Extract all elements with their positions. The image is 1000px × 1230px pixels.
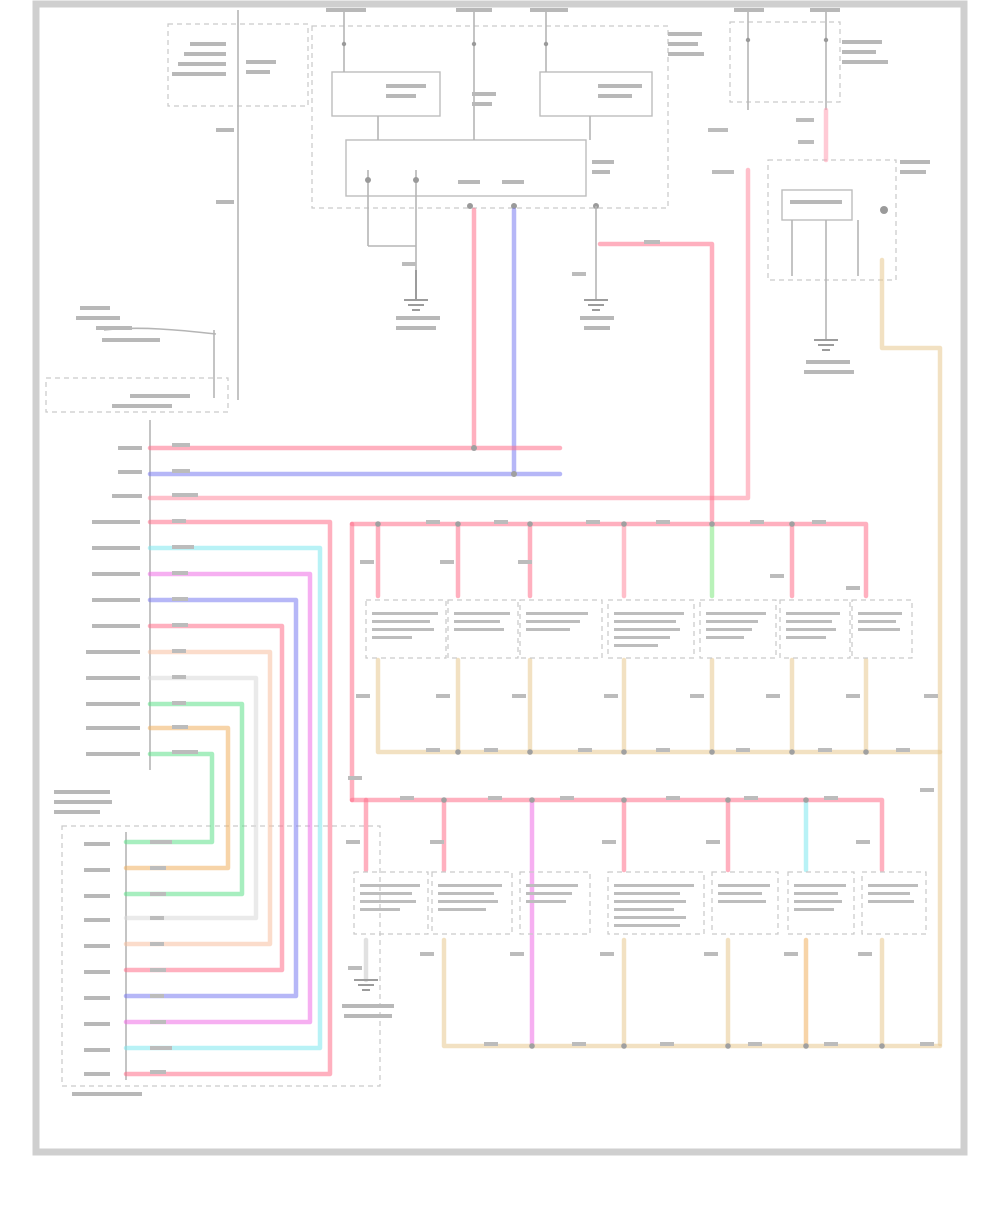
lamp-row1-box-5 <box>699 599 777 659</box>
wire-code-labels <box>150 118 938 1074</box>
lamp-row1-box-6 <box>779 599 851 659</box>
lamp-row-2 <box>353 871 927 935</box>
wire-row1-supply <box>349 521 869 599</box>
wire-tan-right <box>879 257 943 1047</box>
left-connector-pins <box>54 446 142 814</box>
splice-points <box>375 445 885 1049</box>
wire-red-center-drop <box>597 241 715 523</box>
wire-pin-5 <box>123 623 285 973</box>
lamp-row2-box-3 <box>519 871 591 935</box>
lamp-row2-box-5 <box>711 871 779 935</box>
wire-pin-9 <box>123 725 231 871</box>
lamp-row1-box-3 <box>519 599 603 659</box>
left-connector-block <box>45 306 229 770</box>
wire-row1-return <box>375 657 943 755</box>
wire-pink-right-module <box>147 167 751 501</box>
wire-blue-top-bus <box>147 207 517 477</box>
lamp-row2-box-2 <box>431 871 513 935</box>
lamp-row-1 <box>365 599 913 659</box>
lamp-row2-box-1 <box>353 871 429 935</box>
wire-pin-2 <box>123 545 323 1051</box>
lamp-row2-box-6 <box>787 871 855 935</box>
bottom-left-switch <box>61 825 381 1096</box>
upper-left-relay-group <box>167 10 309 400</box>
wire-pin-8 <box>123 701 245 897</box>
upper-right-module <box>729 8 930 374</box>
wire-pin-10 <box>123 751 215 845</box>
wire-pin-4 <box>123 597 299 999</box>
lamp-row1-box-7 <box>851 599 913 659</box>
lamp-row2-box-4 <box>607 871 705 935</box>
wire-layer <box>123 107 943 1077</box>
ground-bottom-left <box>342 979 394 1018</box>
wire-pin-6 <box>123 649 273 947</box>
wire-pin-3 <box>123 571 313 1025</box>
ground-center-right <box>580 206 614 330</box>
ground-center-left <box>396 270 440 330</box>
wire-row2-return <box>441 937 943 1049</box>
diagram-frame <box>32 0 968 1156</box>
lamp-row2-box-7 <box>861 871 927 935</box>
wire-row2-supply <box>349 797 885 873</box>
upper-center-module <box>311 8 704 270</box>
wire-pin-7 <box>123 675 259 921</box>
lamp-row1-box-1 <box>365 599 447 659</box>
wire-pin-1 <box>123 519 333 1077</box>
lamp-row1-box-2 <box>447 599 519 659</box>
